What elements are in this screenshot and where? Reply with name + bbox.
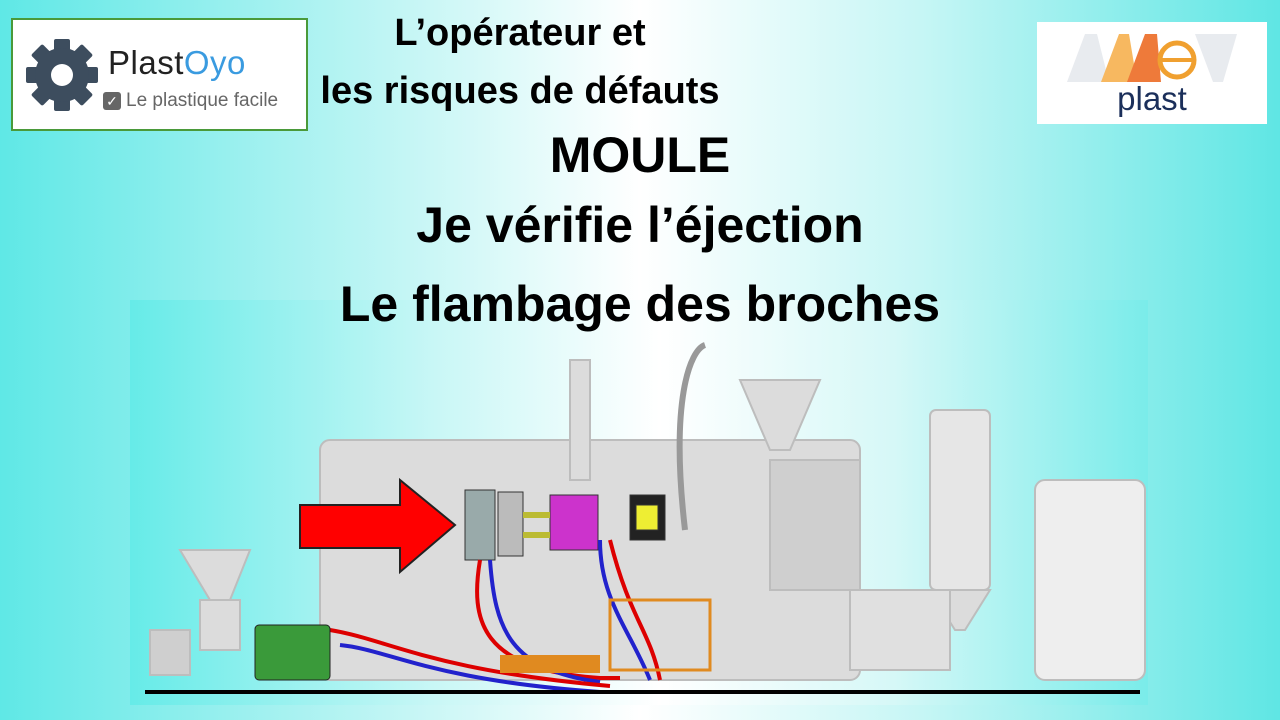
wev-mark-icon [1067,34,1237,82]
plastoyo-logo: PlastOyo ✓Le plastique facile [11,18,308,131]
title-line-3: MOULE [549,127,731,183]
logo-text: plast [1117,80,1187,117]
wev-plast-logo: plast [1037,22,1267,124]
tagline: ✓Le plastique facile [103,90,278,112]
title-line-1: L’opérateur et [394,12,646,54]
background-machine [149,342,1146,681]
orange-cart [608,598,712,672]
gear-icon [26,39,98,111]
title-line-5: Le flambage des broches [339,276,941,332]
title-line-4: Je vérifie l’éjection [416,197,864,253]
mold [464,489,666,561]
checkbox-icon: ✓ [103,92,121,110]
hoses [329,539,662,694]
green-unit [254,624,331,681]
brand-name: PlastOyo [108,44,246,81]
machine-illustration [130,300,1148,705]
red-arrow-icon [299,477,457,575]
title-line-2: les risques de défauts [320,70,720,112]
